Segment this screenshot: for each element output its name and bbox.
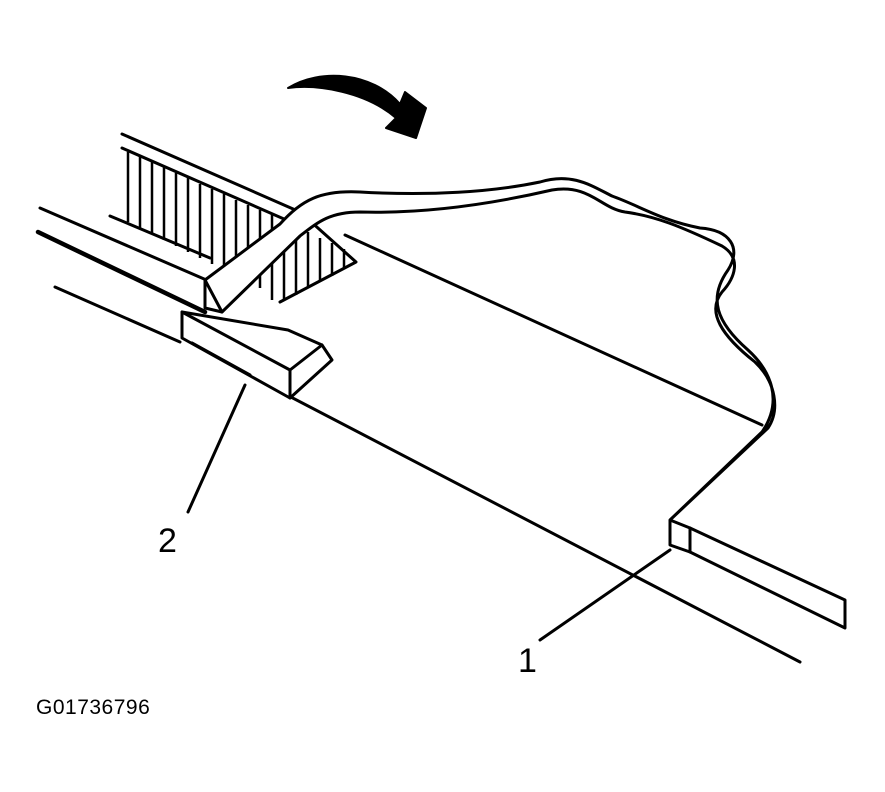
figure-id: G01736796 [36, 696, 151, 719]
retainer-block [180, 310, 334, 400]
callout-label-2: 2 [158, 522, 177, 560]
flexible-panel [203, 177, 847, 630]
leader-lines [186, 383, 672, 642]
callout-label-1: 1 [518, 642, 537, 680]
rotation-arrow-icon [287, 74, 427, 139]
rail-lines [35, 206, 802, 664]
